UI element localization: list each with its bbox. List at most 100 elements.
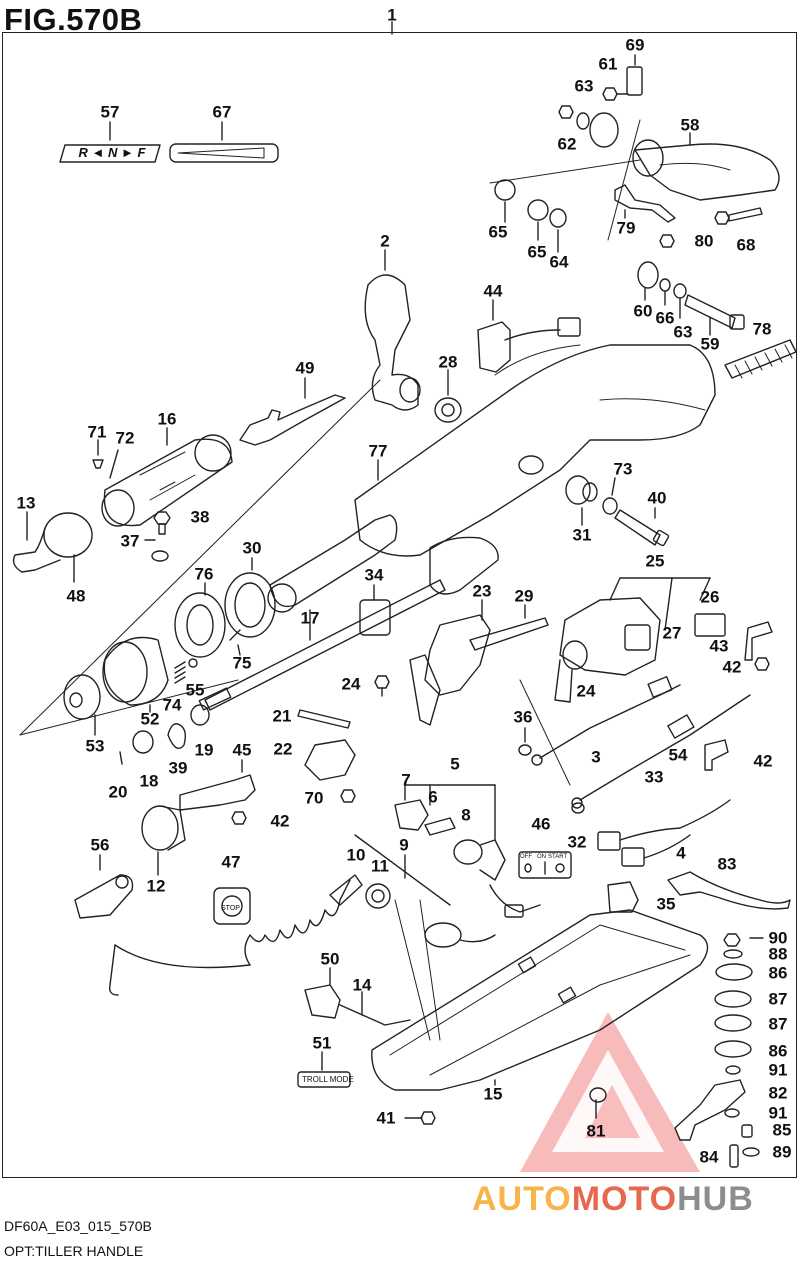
- bracket-43: [744, 621, 773, 661]
- callout-25: 25: [645, 551, 665, 571]
- callout-13: 13: [16, 493, 36, 513]
- guide-line: [19, 379, 381, 736]
- callout-27: 27: [662, 623, 682, 643]
- callout-87a: 87: [768, 989, 788, 1009]
- callout-28: 28: [438, 352, 458, 372]
- clip-32: [571, 802, 585, 814]
- callout-36: 36: [513, 707, 533, 727]
- callout-14: 14: [352, 975, 372, 995]
- callout-55: 55: [185, 680, 205, 700]
- wiring-harness: [597, 799, 731, 867]
- callout-82: 82: [768, 1083, 788, 1103]
- callout-42b: 42: [722, 657, 742, 677]
- lanyard-clip: [74, 854, 134, 919]
- callout-81: 81: [586, 1121, 606, 1141]
- callout-8: 8: [461, 805, 471, 825]
- callout-89: 89: [772, 1142, 792, 1162]
- callout-24b: 24: [576, 681, 596, 701]
- plate-69: [626, 54, 643, 96]
- callout-56: 56: [90, 835, 110, 855]
- bracket: [239, 377, 346, 446]
- figure-title: FIG.570B: [4, 2, 143, 37]
- callout-85: 85: [772, 1120, 792, 1140]
- tiller-handle-housing: [354, 344, 716, 557]
- lock-bracket: [304, 739, 356, 781]
- throttle-grip: [101, 427, 233, 527]
- callout-91b: 91: [768, 1103, 788, 1123]
- plate-35: [607, 881, 639, 913]
- throttle-decal: [169, 121, 279, 163]
- washer-64: [549, 208, 567, 253]
- bolt-80: [659, 234, 675, 248]
- switch-decal-on: ON: [537, 854, 546, 860]
- callout-57: 57: [100, 102, 120, 122]
- watermark-part-1: AUTO: [472, 1180, 572, 1218]
- corrugated-tube: [724, 339, 797, 379]
- callout-77: 77: [368, 441, 388, 461]
- callout-23: 23: [472, 581, 492, 601]
- callout-43: 43: [709, 636, 729, 656]
- callout-39: 39: [168, 758, 188, 778]
- gear-shift-lever: [364, 249, 421, 411]
- ignition-key: [424, 817, 456, 836]
- callout-79: 79: [616, 218, 636, 238]
- callout-87b: 87: [768, 1014, 788, 1034]
- callout-40: 40: [647, 488, 667, 508]
- watermark-logo: AUTOMOTOHUB: [472, 1180, 754, 1219]
- pivot-bush: [489, 112, 641, 241]
- callout-5: 5: [450, 754, 460, 774]
- plug-31: [565, 475, 598, 526]
- grip-cover: [102, 636, 169, 713]
- detent-parts: [119, 704, 210, 765]
- bracket-82: [674, 1079, 760, 1168]
- switch-decal-frame: [518, 851, 572, 879]
- callout-1: 1: [387, 5, 397, 25]
- grommet: [434, 369, 462, 423]
- callout-29: 29: [514, 586, 534, 606]
- shift-decal: [59, 121, 161, 163]
- callout-66: 66: [655, 308, 675, 328]
- callout-11: 11: [371, 856, 389, 876]
- throttle-shaft: [198, 514, 499, 711]
- callout-75: 75: [232, 653, 252, 673]
- callout-6: 6: [428, 787, 438, 807]
- watermark-part-3: HUB: [677, 1180, 754, 1218]
- friction-plate: [174, 582, 226, 658]
- tiller-bracket: [632, 132, 780, 201]
- callout-86b: 86: [768, 1041, 788, 1061]
- callout-86a: 86: [768, 963, 788, 983]
- link-plate: [297, 709, 351, 729]
- callout-31: 31: [572, 525, 592, 545]
- screw: [92, 439, 119, 479]
- callout-74: 74: [162, 695, 182, 715]
- callout-88: 88: [768, 944, 788, 964]
- shift-bracket: [409, 599, 549, 726]
- callout-9: 9: [399, 835, 409, 855]
- callout-80: 80: [694, 231, 714, 251]
- diagram-frame: [2, 32, 797, 1178]
- callout-91a: 91: [768, 1060, 788, 1080]
- callout-22: 22: [273, 739, 293, 759]
- callout-48: 48: [66, 586, 86, 606]
- callout-78: 78: [752, 319, 772, 339]
- callout-72: 72: [115, 428, 135, 448]
- callout-12: 12: [146, 876, 166, 896]
- guide-line: [394, 899, 431, 1041]
- callout-46: 46: [531, 814, 551, 834]
- guide-line: [19, 679, 239, 736]
- option-label: OPT:TILLER HANDLE: [4, 1243, 144, 1259]
- callout-45: 45: [232, 740, 252, 760]
- callout-41: 41: [376, 1108, 396, 1128]
- bolt-81: [589, 1087, 607, 1119]
- figure-code: DF60A_E03_015_570B: [4, 1218, 152, 1234]
- callout-69: 69: [625, 35, 645, 55]
- ring-gear: [224, 557, 276, 638]
- lanyard-cord: [108, 874, 363, 996]
- callout-4: 4: [676, 843, 686, 863]
- callout-17: 17: [300, 608, 320, 628]
- lower-cover: [371, 909, 709, 1091]
- callout-65b: 65: [527, 242, 547, 262]
- spring-79: [614, 184, 676, 223]
- bolt: [229, 629, 241, 656]
